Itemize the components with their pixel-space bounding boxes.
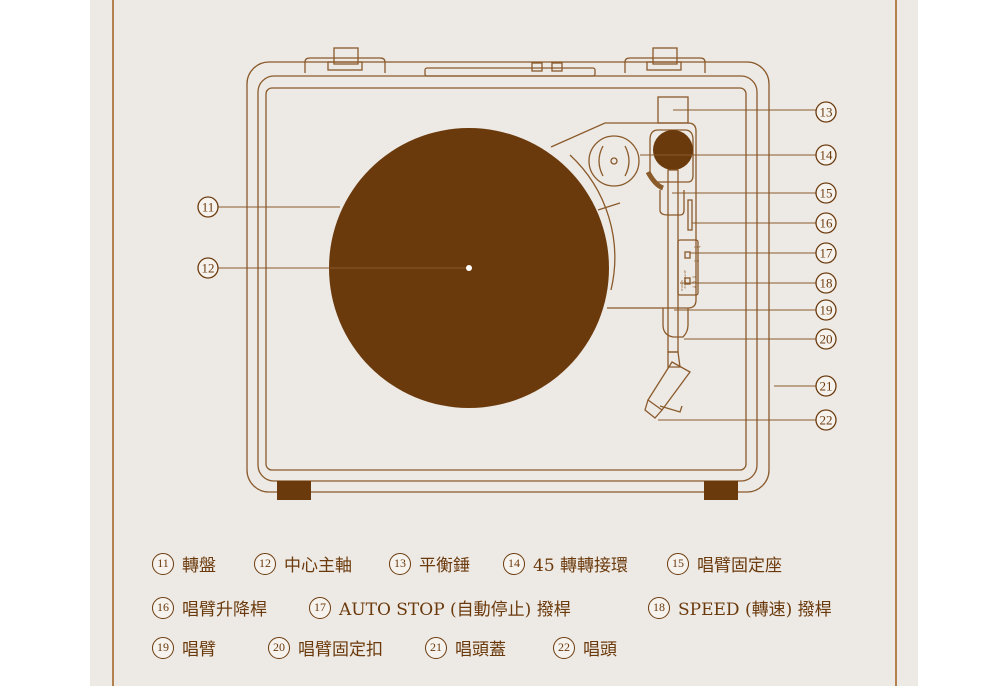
svg-text:13: 13 [820, 105, 833, 120]
svg-text:22: 22 [820, 413, 833, 428]
legend-number: 16 [152, 596, 174, 619]
tonearm [667, 169, 679, 353]
legend-item-11: 11 轉盤 [152, 551, 216, 576]
speed-45: 45 [692, 280, 696, 284]
legend-item-21: 21 唱頭蓋 [425, 635, 506, 660]
45-adapter [588, 135, 640, 187]
callout-12: 12 [197, 257, 219, 279]
foot-left [277, 481, 311, 500]
legend-text: 45 轉轉接環 [533, 556, 629, 576]
svg-text:21: 21 [820, 379, 833, 394]
callout-21: 21 [815, 375, 837, 397]
callout-13: 13 [815, 101, 837, 123]
svg-text:16: 16 [820, 216, 834, 231]
case-inner [257, 75, 758, 482]
legend-number: 14 [503, 552, 525, 575]
legend-text: 唱臂固定扣 [298, 640, 383, 660]
legend-text: 唱頭蓋 [455, 640, 506, 660]
callout-19: 19 [815, 299, 837, 321]
legend-number: 22 [553, 636, 575, 659]
legend-text: 唱臂升降桿 [182, 600, 267, 620]
on-label: ON [694, 259, 699, 263]
legend-item-20: 20 唱臂固定扣 [268, 635, 383, 660]
legend-text: 唱臂 [182, 640, 216, 660]
legend-number: 20 [268, 636, 290, 659]
legend-number: 17 [309, 596, 331, 619]
plinth [265, 87, 747, 471]
speed-78: 78 [692, 285, 696, 289]
legend-item-22: 22 唱頭 [553, 635, 617, 660]
legend-number: 12 [254, 552, 276, 575]
arm-clip [662, 308, 689, 338]
svg-text:17: 17 [820, 246, 834, 261]
hinge-right [624, 47, 706, 73]
speed-33: 33 [692, 275, 696, 279]
legend-text: SPEED (轉速) 撥桿 [678, 600, 832, 620]
legend-text: 中心主軸 [284, 556, 352, 576]
foot-right [704, 481, 738, 500]
legend-item-18: 18 SPEED (轉速) 撥桿 [648, 595, 832, 620]
callout-17: 17 [815, 242, 837, 264]
svg-text:15: 15 [820, 186, 833, 201]
legend-item-19: 19 唱臂 [152, 635, 216, 660]
legend-item-13: 13 平衡錘 [389, 551, 470, 576]
headshell [644, 361, 691, 419]
legend-text: 轉盤 [182, 556, 216, 576]
lift-lever [687, 199, 693, 231]
legend-item-15: 15 唱臂固定座 [667, 551, 782, 576]
svg-text:20: 20 [820, 332, 833, 347]
svg-text:18: 18 [820, 276, 833, 291]
legend-text: 唱頭 [583, 640, 617, 660]
callout-11: 11 [197, 196, 219, 218]
svg-text:19: 19 [820, 303, 833, 318]
legend-number: 11 [152, 552, 174, 575]
tonearm-plate [550, 122, 697, 309]
callout-14: 14 [815, 144, 837, 166]
callout-20: 20 [815, 328, 837, 350]
legend-item-14: 14 45 轉轉接環 [503, 551, 628, 576]
off-label: OFF [694, 245, 701, 249]
spindle [466, 265, 472, 271]
right-border-line [895, 0, 897, 686]
callout-22: 22 [815, 409, 837, 431]
counterweight [653, 130, 693, 170]
legend-item-17: 17 AUTO STOP (自動停止) 撥桿 [309, 595, 571, 620]
svg-text:12: 12 [202, 261, 215, 276]
svg-text:14: 14 [820, 148, 834, 163]
legend-number: 13 [389, 552, 411, 575]
case-outer [246, 61, 770, 493]
arm-rest [659, 190, 685, 216]
top-slot [424, 67, 596, 77]
legend-number: 21 [425, 636, 447, 659]
legend-text: 唱臂固定座 [697, 556, 782, 576]
callout-15: 15 [815, 182, 837, 204]
legend-number: 19 [152, 636, 174, 659]
legend-number: 18 [648, 596, 670, 619]
auto-stop-label: AUTO STOP [683, 269, 687, 289]
legend-item-12: 12 中心主軸 [254, 551, 352, 576]
hinge-left [304, 47, 386, 73]
legend-text: 平衡錘 [419, 556, 470, 576]
left-border-line [112, 0, 114, 686]
callout-18: 18 [815, 272, 837, 294]
legend-number: 15 [667, 552, 689, 575]
callout-16: 16 [815, 212, 837, 234]
speed-label: SPEED [680, 280, 684, 291]
svg-text:11: 11 [202, 200, 215, 215]
legend-text: AUTO STOP (自動停止) 撥桿 [339, 600, 571, 620]
legend-item-16: 16 唱臂升降桿 [152, 595, 267, 620]
